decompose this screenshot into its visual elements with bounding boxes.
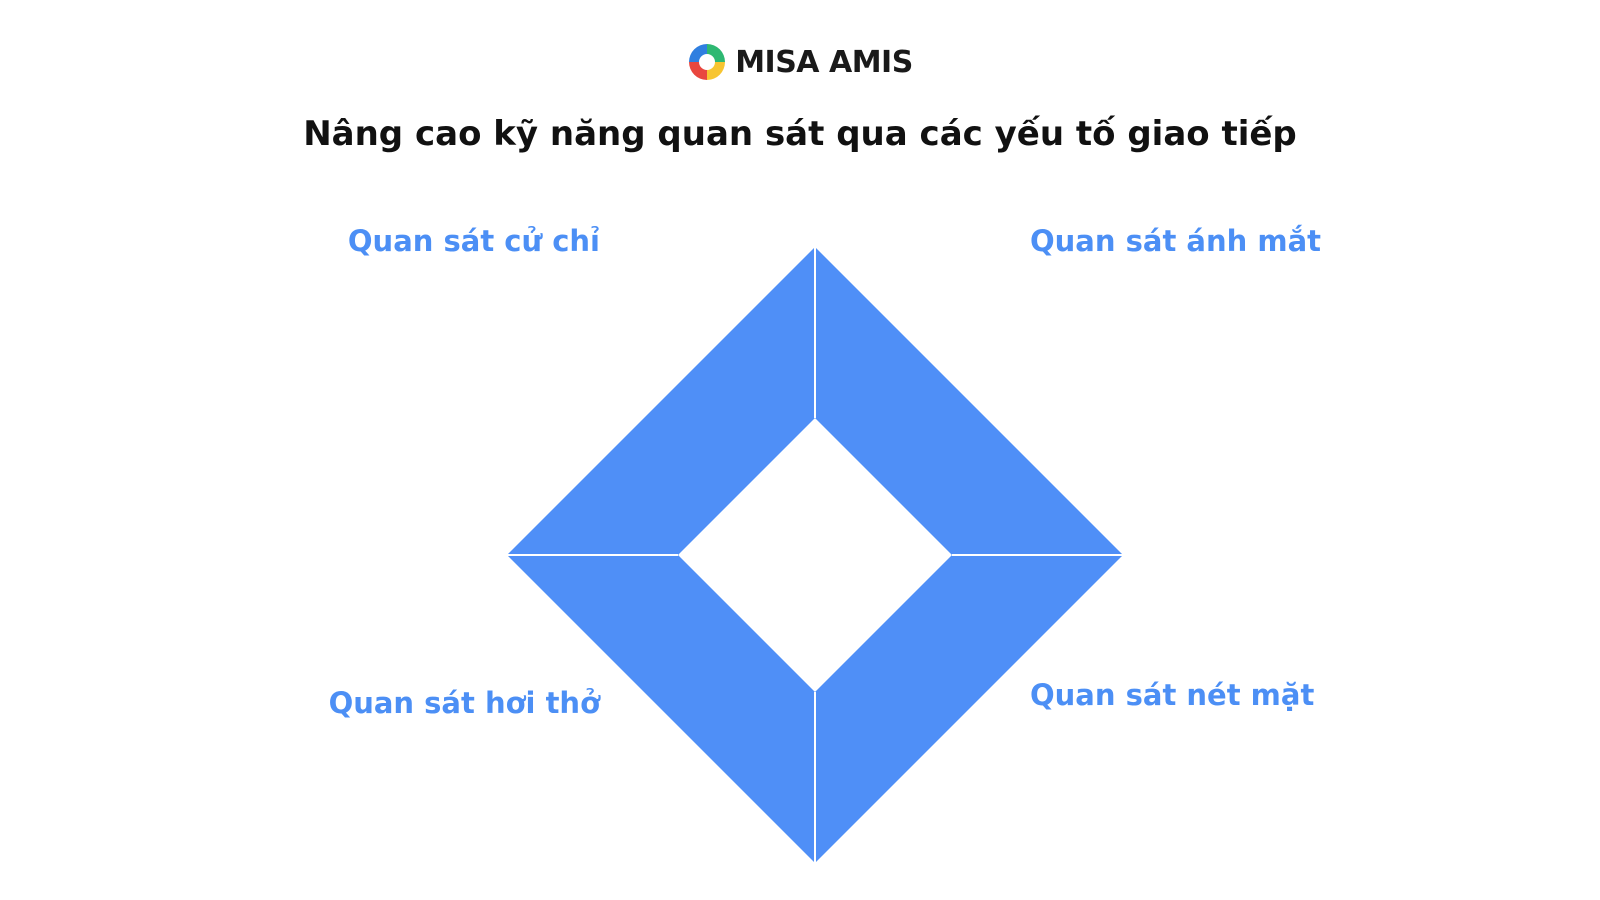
segment-dividers bbox=[507, 247, 1123, 863]
label-breath-observation: Quan sát hơi thở bbox=[328, 686, 600, 720]
misa-amis-logo-icon bbox=[687, 42, 727, 82]
label-facial-expression-observation: Quan sát nét mặt bbox=[1030, 678, 1315, 712]
segment-bottom-left bbox=[507, 555, 815, 863]
label-eye-observation: Quan sát ánh mắt bbox=[1030, 224, 1322, 258]
brand-name: MISA AMIS bbox=[735, 44, 913, 80]
label-gesture-observation: Quan sát cử chỉ bbox=[347, 224, 600, 258]
segment-top-right bbox=[815, 247, 1123, 555]
brand-header: MISA AMIS bbox=[0, 38, 1600, 86]
segment-top-left bbox=[507, 247, 815, 555]
page-title: Nâng cao kỹ năng quan sát qua các yếu tố… bbox=[303, 114, 1297, 154]
segment-bottom-right bbox=[815, 555, 1123, 863]
